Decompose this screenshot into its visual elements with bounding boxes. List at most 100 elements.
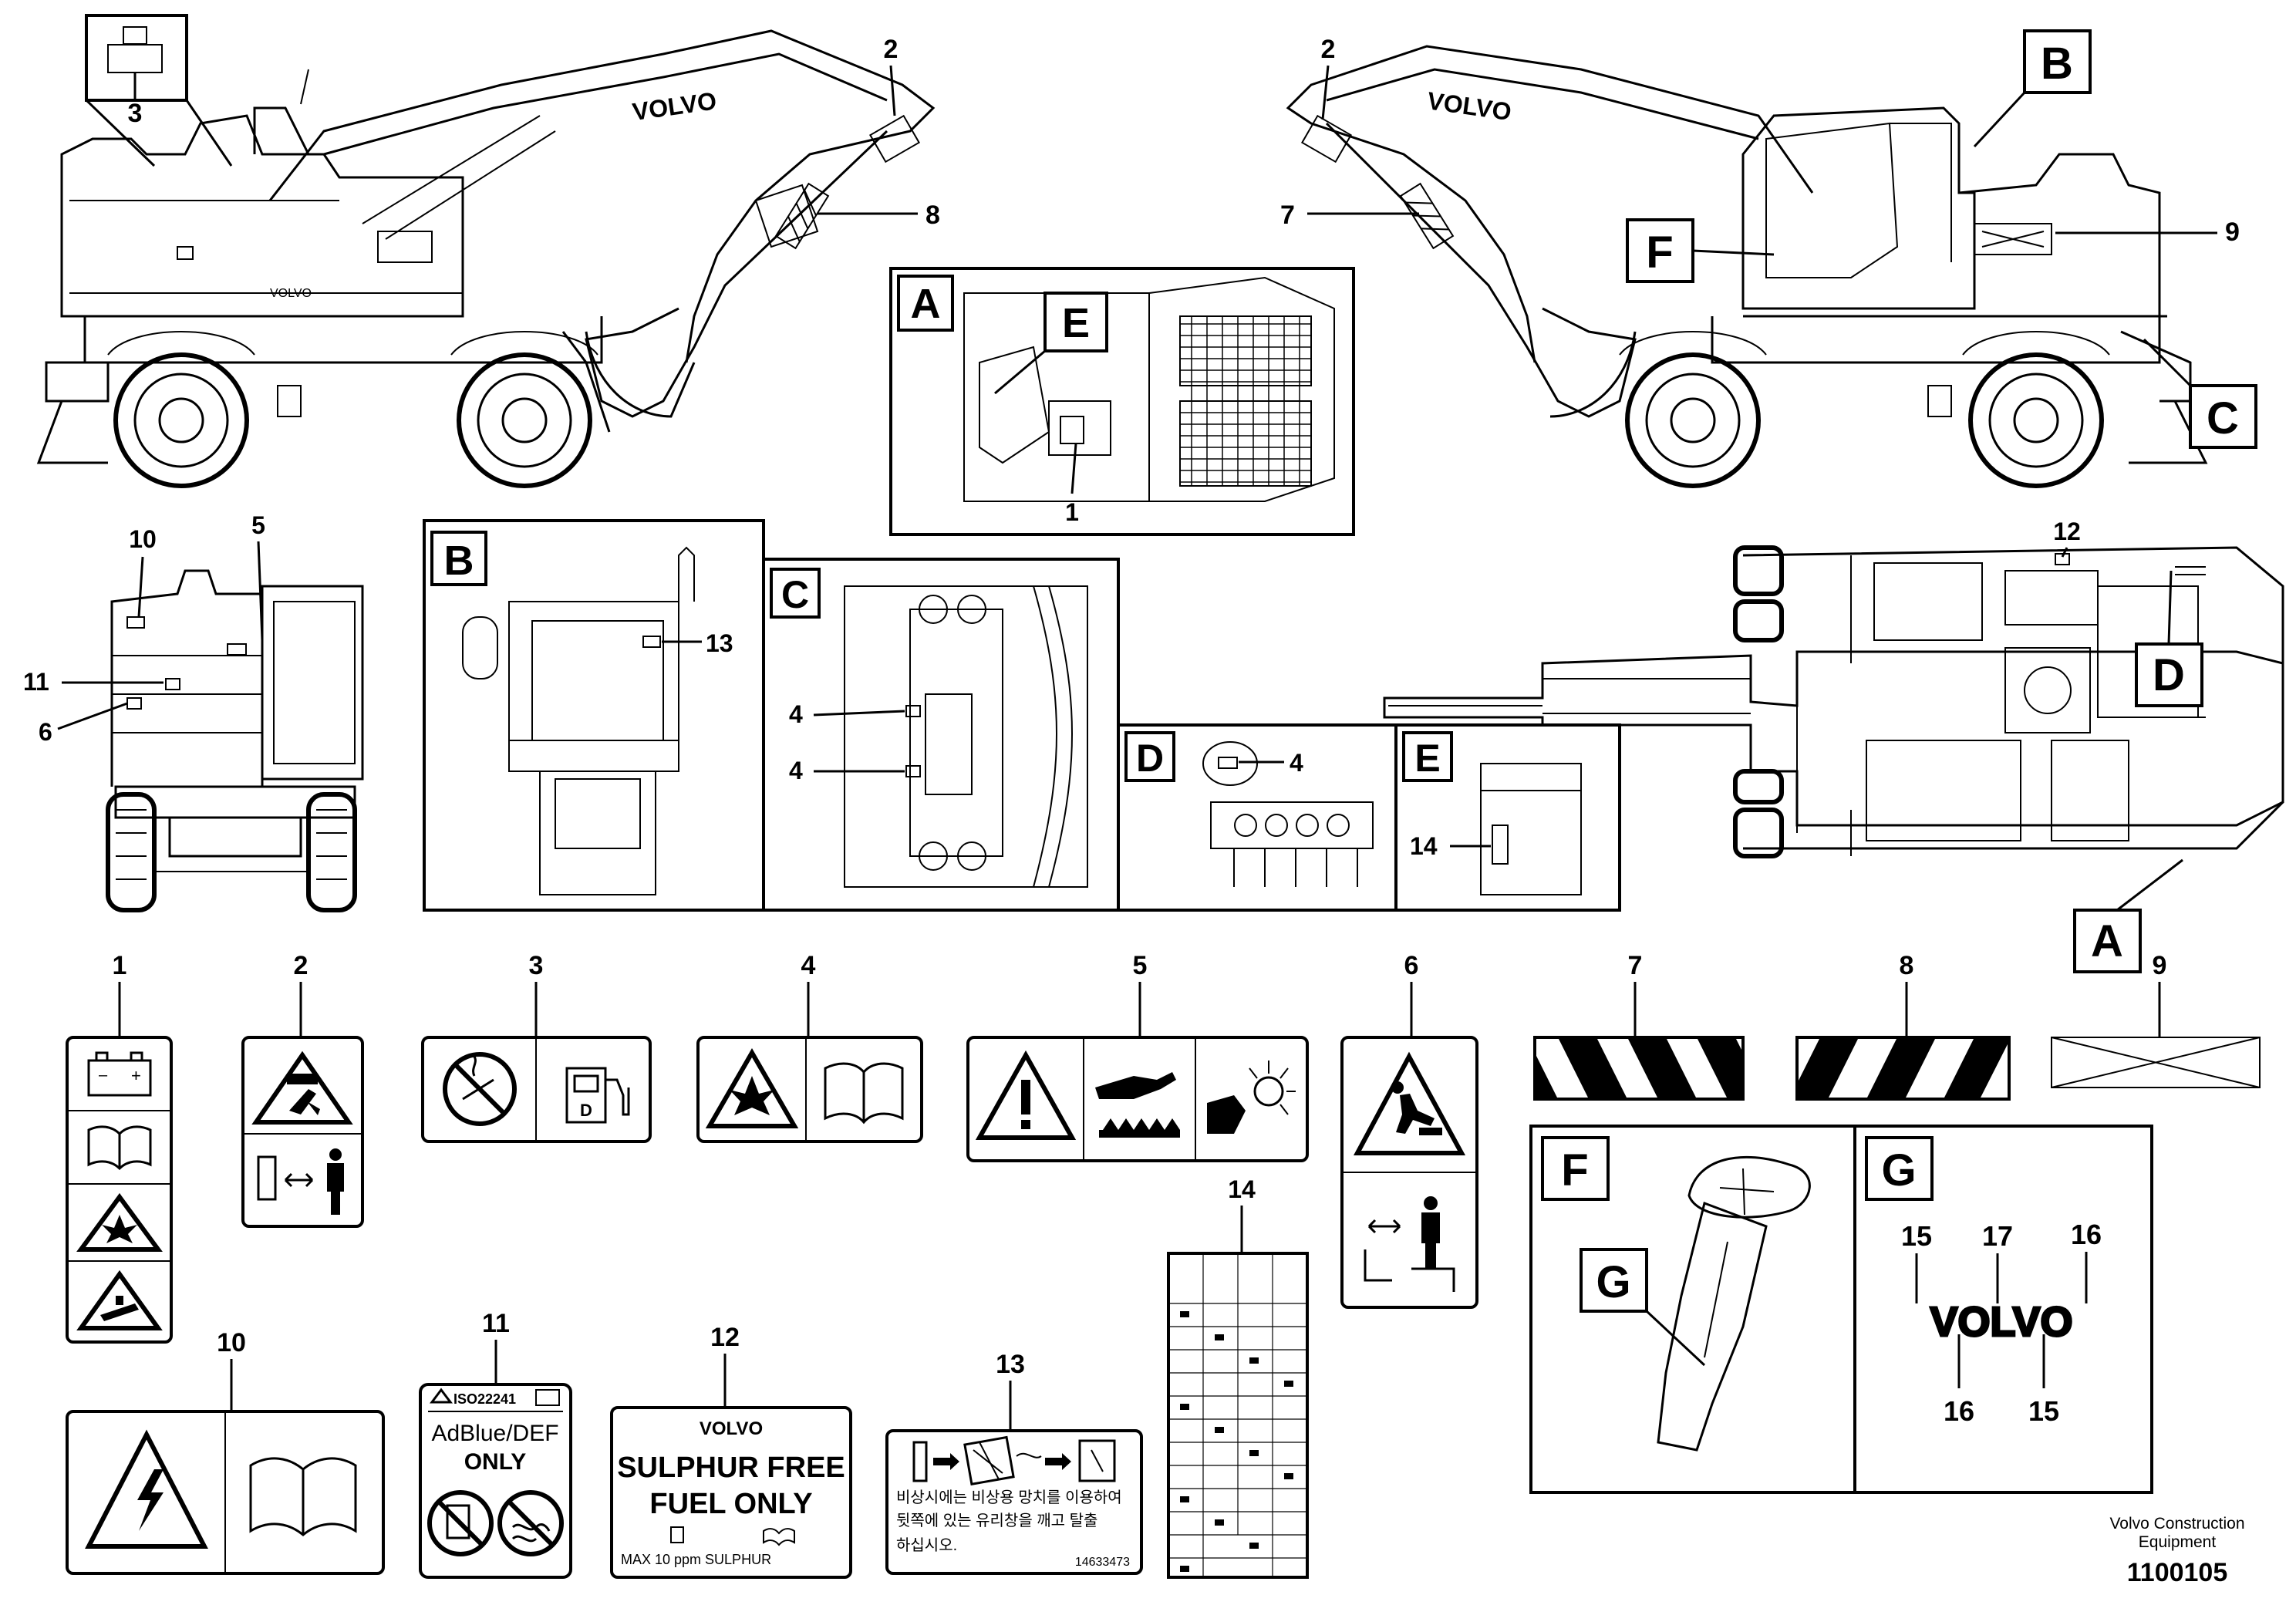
view-label-g: G xyxy=(1881,1145,1916,1195)
callout-label: 11 xyxy=(482,1309,510,1338)
callout-label: 12 xyxy=(2053,518,2081,545)
decal-13-korean-1: 비상시에는 비상용 망치를 이용하여 xyxy=(896,1489,1122,1506)
keep-distance-icon xyxy=(1364,1196,1455,1292)
inset-a xyxy=(889,267,1355,536)
callout-label: 3 xyxy=(529,951,544,980)
svg-text:+: + xyxy=(131,1066,141,1085)
callout-label: 1 xyxy=(1065,498,1079,526)
decal-11: ISO22241 AdBlue/DEF ONLY xyxy=(419,1383,572,1579)
inset-b xyxy=(423,519,765,912)
decal-11-line2: ONLY xyxy=(464,1449,527,1475)
decal-4 xyxy=(696,1036,923,1143)
inset-f xyxy=(1529,1125,1856,1494)
callout-label: 15 xyxy=(1901,1220,1932,1252)
callout-label: 7 xyxy=(1628,951,1643,980)
callout-label: 10 xyxy=(217,1328,246,1357)
decal-13-korean-2: 뒷쪽에 있는 유리창을 깨고 탈출 xyxy=(896,1512,1097,1529)
manual-book-icon xyxy=(249,1457,357,1536)
decal-6 xyxy=(1340,1036,1478,1309)
view-label-f: F xyxy=(1646,228,1673,278)
callout-label: 10 xyxy=(129,525,157,553)
boom-volvo-logo-right: VOLVO xyxy=(1425,86,1513,126)
view-label-f-inset: F xyxy=(1561,1145,1588,1195)
excavator-top-view xyxy=(1383,545,2284,858)
callout-label: 13 xyxy=(996,1350,1025,1379)
svg-text:–: – xyxy=(99,1067,108,1084)
no-water-icon xyxy=(497,1490,564,1556)
decal-1: –+ xyxy=(66,1036,173,1344)
decal-13: 비상시에는 비상용 망치를 이용하여 뒷쪽에 있는 유리창을 깨고 탈출 하십시… xyxy=(885,1429,1143,1575)
fuel-pump-icon xyxy=(670,1526,684,1543)
decal-9-sticker xyxy=(2051,1037,2261,1088)
callout-label: 17 xyxy=(1982,1220,2013,1252)
callout-label: 2 xyxy=(294,951,308,980)
callout-label: 3 xyxy=(128,99,143,128)
decal-12-line1: SULPHUR FREE xyxy=(617,1452,845,1484)
callout-label: 16 xyxy=(1944,1395,1974,1427)
inset-g xyxy=(1853,1125,2153,1494)
view-label-c: C xyxy=(2207,393,2239,443)
callout-label: 11 xyxy=(23,668,49,696)
decal-13-korean-3: 하십시오. xyxy=(896,1536,957,1554)
callout-label: 12 xyxy=(710,1323,740,1352)
callout-label: 5 xyxy=(1133,951,1148,980)
callout-label: 4 xyxy=(1290,749,1303,777)
callout-label: 6 xyxy=(39,718,52,746)
excavator-side-view-left: VOLVO xyxy=(36,29,936,488)
manual-book-icon xyxy=(824,1062,904,1125)
electric-shock-icon xyxy=(85,1429,208,1549)
callout-label: 5 xyxy=(251,511,265,539)
fall-hazard-icon xyxy=(1353,1051,1466,1155)
callout-label: 14 xyxy=(1410,832,1438,860)
callout-label: 14 xyxy=(1228,1175,1256,1203)
callout-label: 2 xyxy=(884,35,899,64)
callout-label: 7 xyxy=(1280,201,1295,230)
keep-distance-icon xyxy=(257,1148,344,1215)
explosion-warning-icon xyxy=(705,1048,799,1128)
view-label-b-inset: B xyxy=(444,538,474,584)
callout-label: 15 xyxy=(2028,1395,2059,1427)
decal-12-line2: FUEL ONLY xyxy=(649,1488,812,1520)
decal-12-footnote: MAX 10 ppm SULPHUR xyxy=(621,1552,771,1567)
inset-c xyxy=(762,558,1120,912)
no-smoking-icon xyxy=(443,1052,517,1126)
decal-13-part-no: 14633473 xyxy=(1075,1556,1130,1569)
decal-11-standard: ISO22241 xyxy=(453,1391,516,1407)
callout-label: 4 xyxy=(789,700,803,728)
view-label-b: B xyxy=(2041,39,2073,89)
hammer-window-icon xyxy=(912,1435,1116,1486)
callout-label: 8 xyxy=(925,201,940,230)
decal-12-brand: VOLVO xyxy=(700,1418,763,1439)
excavator-side-view-right xyxy=(1286,45,2208,488)
callout-label: 6 xyxy=(1404,951,1419,980)
decal-2 xyxy=(241,1036,364,1228)
view-label-e-inset: E xyxy=(1414,737,1440,780)
decal-14-fuse-chart xyxy=(1167,1252,1309,1579)
manual-book-icon xyxy=(87,1125,152,1171)
decal-10 xyxy=(66,1410,385,1575)
callout-label: 8 xyxy=(1900,951,1914,980)
company-name-line2: Equipment xyxy=(2139,1533,2217,1551)
company-name: Volvo Construction xyxy=(2109,1515,2244,1533)
excavator-rear-view xyxy=(106,569,364,912)
callout-3-inset xyxy=(85,14,233,167)
crush-warning-icon xyxy=(76,1270,163,1330)
view-label-a: A xyxy=(911,281,941,327)
callout-label: 9 xyxy=(2225,218,2240,247)
crush-warning-icon xyxy=(251,1050,353,1125)
decal-12: VOLVO SULPHUR FREE FUEL ONLY MAX 10 ppm … xyxy=(610,1406,852,1579)
callout-label: 13 xyxy=(706,629,733,657)
fuel-pump-icon: D xyxy=(565,1067,630,1124)
callout-label: 2 xyxy=(1321,35,1336,64)
callout-label: 16 xyxy=(2071,1219,2102,1250)
view-label-d: D xyxy=(2153,650,2185,700)
volvo-emblem: VOLVO xyxy=(1930,1299,2072,1345)
general-warning-icon xyxy=(975,1050,1077,1140)
view-label-c-inset: C xyxy=(781,573,809,616)
decal-8-stripe xyxy=(1795,1036,2011,1101)
svg-text:D: D xyxy=(580,1101,592,1120)
view-label-a-plan: A xyxy=(2091,916,2123,966)
callout-label: 9 xyxy=(2153,951,2167,980)
decal-7-stripe xyxy=(1533,1036,1745,1101)
